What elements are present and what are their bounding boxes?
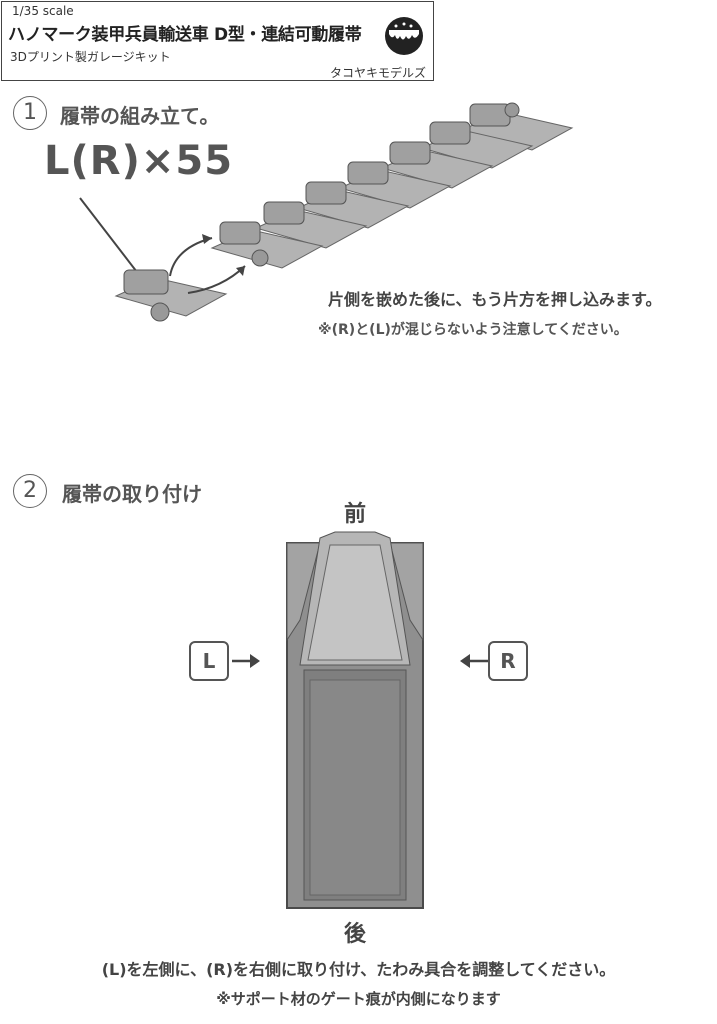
right-arrow-icon: [460, 654, 488, 668]
track-link-chain: [114, 102, 574, 322]
front-label: 前: [344, 502, 367, 527]
product-subtitle: 3Dプリント製ガレージキット: [10, 50, 171, 64]
takoyaki-logo-icon: [385, 17, 423, 55]
step2-note: ※サポート材のゲート痕が内側になります: [216, 990, 501, 1008]
track-assembly-illustration: [79, 102, 574, 322]
scale-label: 1/35 scale: [12, 4, 74, 18]
step2-title: 履帯の取り付け: [62, 482, 202, 506]
right-side-badge: R: [488, 641, 528, 681]
step1-note: ※(R)と(L)が混じらないよう注意してください。: [318, 322, 628, 338]
product-title: ハノマーク装甲兵員輸送車 D型・連結可動履帯: [8, 25, 362, 45]
arrow-upper: [169, 237, 213, 277]
left-side-badge: L: [189, 641, 229, 681]
step2-number: 2: [13, 474, 47, 508]
step1-title: 履帯の組み立て。: [60, 104, 220, 128]
rear-label: 後: [344, 922, 367, 947]
step1-instruction: 片側を嵌めた後に、もう片方を押し込みます。: [328, 290, 662, 309]
header-box: 1/35 scale ハノマーク装甲兵員輸送車 D型・連結可動履帯 3Dプリント…: [1, 1, 434, 81]
track-count: L(R)×55: [44, 138, 234, 184]
step2-instruction: (L)を左側に、(R)を右側に取り付け、たわみ具合を調整してください。: [101, 960, 616, 979]
brand-name: タコヤキモデルズ: [330, 66, 427, 80]
vehicle-top-view: [286, 531, 424, 909]
pointer-line: [79, 197, 141, 277]
step1-number: 1: [13, 96, 47, 130]
left-arrow-icon: [232, 654, 260, 668]
